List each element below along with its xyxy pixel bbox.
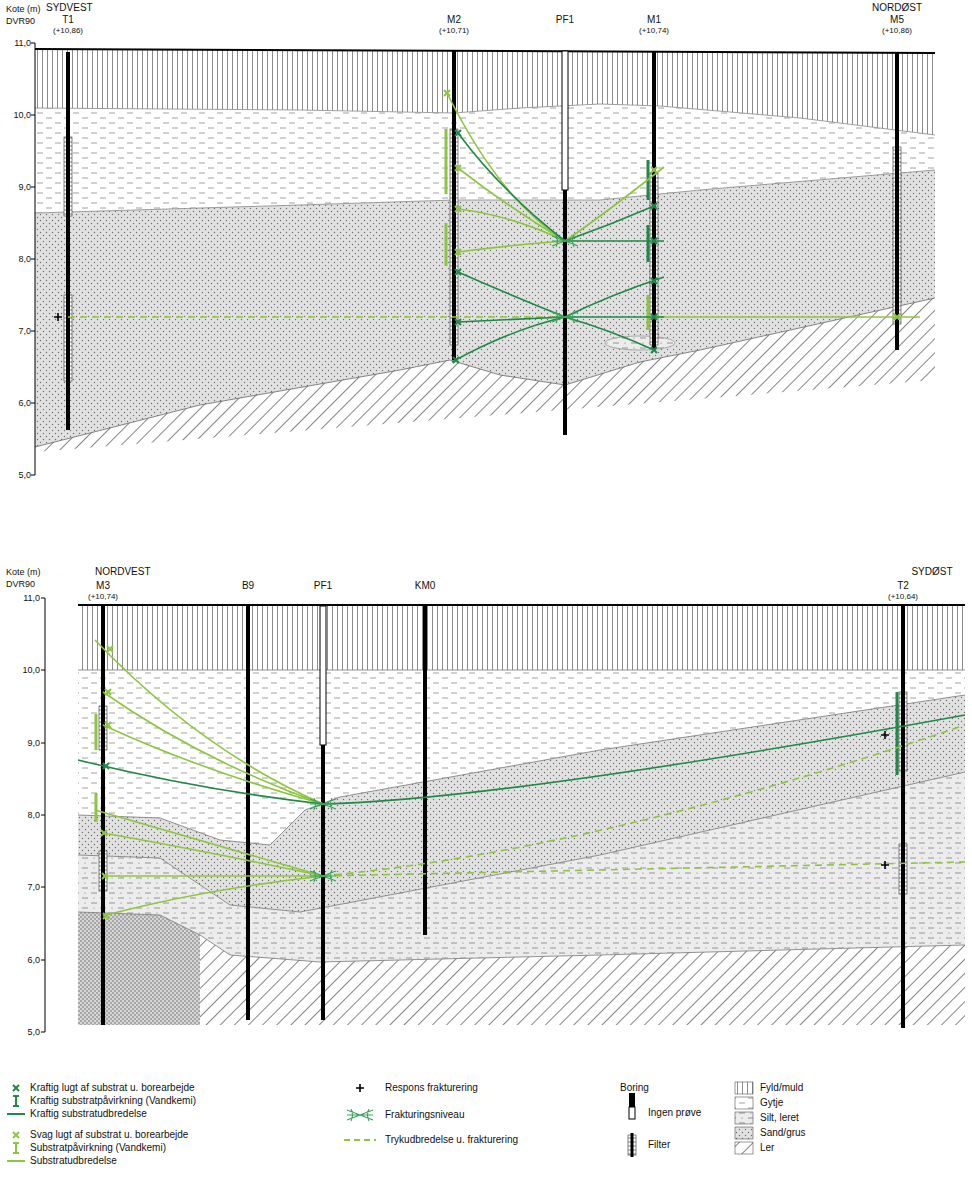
borehole-name: M3 [96,580,110,592]
legend-label: Kraftig lugt af substrat u. borearbejde [30,1082,195,1094]
legend-heading: Boring [620,1082,649,1094]
legend-sample [356,1084,364,1092]
borehole-elevation: (+10,86) [53,25,83,37]
legend-sample [735,1112,753,1124]
borehole-elevation: (+10,74) [639,25,669,37]
axis-title: Kote (m) DVR90 [6,3,52,27]
borehole-name: M2 [447,14,461,26]
legend-label: Ler [760,1142,774,1154]
borehole-elevation: (+10,74) [88,591,118,603]
borehole-name: KM0 [415,580,436,592]
axis-tick-label: 9,0 [27,737,40,749]
legend-label: Trykudbredelse u. frakturering [385,1134,518,1146]
axis-tick-label: 5,0 [27,1026,40,1038]
legend-label: Silt, leret [760,1112,799,1124]
borehole-name: M5 [890,14,904,26]
axis-tick-label: 11,0 [14,37,31,49]
axis-tick-label: 8,0 [18,253,31,265]
legend-sample [629,1093,635,1119]
axis-tick-label: 10,0 [22,664,40,676]
legend-symbols [7,1082,753,1161]
legend-label: Ingen prøve [648,1107,701,1119]
legend-label: Substratpåvirkning (Vandkemi) [30,1142,166,1154]
axis-tick-label: 7,0 [18,325,31,337]
direction-label: NORDVEST [95,566,151,578]
borehole-name: PF1 [556,14,574,26]
legend-sample [347,1109,373,1121]
axis-tick-label: 6,0 [27,954,40,966]
legend-label: Kraftig substratpåvirkning (Vandkemi) [30,1095,196,1107]
legend-label: Sand/grus [760,1127,806,1139]
borehole-name: M1 [647,14,661,26]
legend-label: Frakturingsniveau [385,1109,464,1121]
section-northwest-southeast [41,598,965,1032]
legend-label: Svag lugt af substrat u. borearbejde [30,1129,188,1141]
legend-label: Respons frakturering [385,1082,478,1094]
legend-sample [13,1096,19,1106]
axis-tick-label: 6,0 [18,397,31,409]
legend-label: Substratudbredelse [30,1155,117,1167]
legend-sample [344,1140,376,1141]
axis-tick-label: 5,0 [18,469,31,481]
borehole-name: T2 [897,580,909,592]
legend-label: Filter [648,1139,670,1151]
legend-sample [628,1133,636,1157]
borehole-name: PF1 [314,580,332,592]
axis-title: Kote (m) DVR90 [6,566,52,590]
axis-tick-label: 7,0 [27,881,40,893]
borehole-name: T1 [62,14,74,26]
axis-tick-label: 10,0 [13,109,31,121]
section-southwest-northeast [31,43,935,475]
legend-sample [13,1132,19,1138]
axis-tick-label: 8,0 [27,809,40,821]
legend-sample [7,1161,25,1162]
borehole-elevation: (+10,71) [439,25,469,37]
legend-sample [735,1142,753,1154]
legend-label: Kraftig substratudbredelse [30,1108,147,1120]
legend-sample [13,1143,19,1153]
legend-sample [13,1085,19,1091]
legend-label: Fyld/muld [760,1082,803,1094]
direction-label: NORDØST [872,2,922,14]
axis-tick-label: 9,0 [18,181,31,193]
borehole-elevation: (+10,86) [882,25,912,37]
direction-label: SYDØST [911,566,952,578]
borehole-elevation: (+10,64) [888,591,918,603]
legend-label: Gytje [760,1097,783,1109]
borehole-name: B9 [242,580,254,592]
legend-sample [7,1114,25,1115]
legend-sample [735,1127,753,1139]
axis-tick-label: 11,0 [23,592,40,604]
legend-sample [735,1097,753,1109]
direction-label: SYDVEST [46,2,93,14]
legend-sample [735,1082,753,1094]
